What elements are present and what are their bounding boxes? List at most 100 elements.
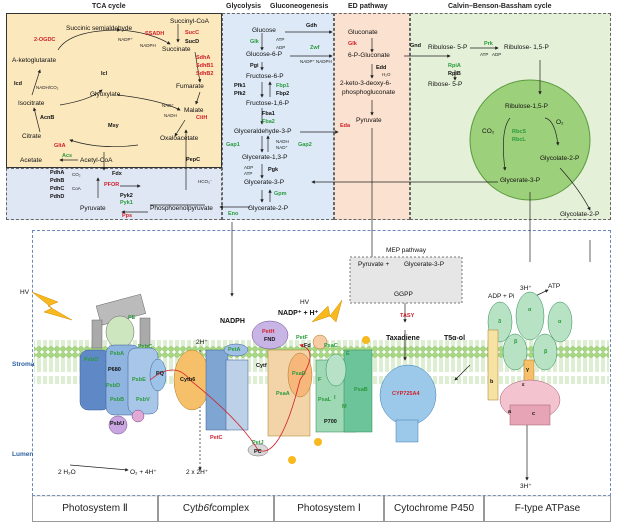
calvin-atp: ATP — [480, 52, 489, 57]
enzyme-gnd: Gnd — [410, 43, 421, 49]
tca-arrows — [31, 24, 250, 214]
mep-glycerate-3-p: Glycerate-3-P — [404, 261, 445, 268]
mep-pyruvate: Pyruvate + — [358, 261, 390, 268]
malate: Malate — [184, 107, 204, 114]
glyco-nad: NAD⁺ — [276, 145, 288, 150]
psii-p680: P680 — [108, 367, 121, 373]
fumarate: Fumarate — [176, 83, 204, 90]
psii-pq: PQ — [156, 371, 164, 377]
enzyme-icd: Icd — [14, 81, 22, 87]
psae-label: E — [346, 351, 350, 357]
enzyme-pepc: PepC — [186, 157, 201, 163]
enzyme-rpia: RpiA — [448, 63, 461, 69]
enzyme-cyp725a4: CYP725A4 — [392, 391, 420, 397]
enzyme-sdha: SdhA — [196, 55, 211, 61]
tca-pyruvate: Pyruvate — [80, 205, 106, 212]
glyco-adp-2: ADP — [244, 165, 254, 170]
atp-delta: δ — [498, 319, 502, 325]
t5a-ol: T5α-ol — [444, 335, 466, 342]
glyoxylate: Glyoxylate — [90, 91, 121, 98]
bottom-label-psii: Photosystem Ⅱ — [32, 496, 158, 522]
enzyme-pfk2: Pfk2 — [234, 91, 246, 97]
calvin-title: Calvin–Benson-Bassham cycle — [448, 3, 552, 10]
enzyme-rbcl: RbcL — [512, 137, 526, 143]
enzyme-pfor: PFOR — [104, 182, 120, 188]
psi-complex — [251, 320, 373, 464]
enzyme-fba2: Fba2 — [262, 119, 275, 125]
acetyl-coa: Acetyl-CoA — [80, 157, 113, 164]
kdpg-line2: phosphogluconate — [342, 89, 396, 96]
enzyme-cith: CitH — [196, 115, 208, 121]
atp-alpha-2: α — [558, 319, 562, 325]
psal-label: PsaL — [318, 397, 332, 403]
enzyme-rpib: RpiB — [448, 71, 461, 77]
enzyme-acnb: AcnB — [40, 115, 55, 121]
glycerate-2-p: Glycerate-2-P — [248, 205, 289, 212]
ribulose-5-p: Ribulose- 5-P — [428, 44, 468, 51]
petf-label: PetF — [296, 335, 308, 341]
enzyme-fbp2: Fbp2 — [276, 91, 290, 97]
glyco-nadp: NADP⁺ — [300, 59, 315, 64]
fructose-1-6-p: Fructose-1,6-P — [246, 100, 289, 107]
mep-box — [349, 256, 463, 304]
h-bottom-label: 3H⁺ — [520, 483, 532, 490]
calvin-glycerate-3-p: Glycerate-3-P — [500, 177, 541, 184]
enzyme-edd: Edd — [376, 65, 387, 71]
mep-title: MEP pathway — [386, 247, 426, 254]
psab-label: PsaB — [354, 387, 368, 393]
glucose: Glucose — [252, 27, 276, 34]
ed-title: ED pathway — [348, 3, 388, 10]
glycolysis-title: Glycolysis — [226, 3, 262, 10]
enzyme-2-ogdc: 2-OGDC — [34, 37, 56, 43]
enzyme-fdx: Fdx — [112, 171, 122, 177]
adp-pi-label: ADP + Pi — [488, 293, 515, 300]
atp-alpha-1: α — [528, 307, 532, 313]
bottom-label-cyt-pre: Cyt — [182, 503, 198, 514]
bottom-label-p450-text: Cytochrome P450 — [393, 503, 475, 514]
enzyme-glta: GltA — [54, 143, 66, 149]
nadph-label: NADPH — [220, 318, 245, 325]
bottom-label-cyt-italic: b6f — [197, 503, 212, 514]
psii-psbc: PsbC — [138, 344, 153, 350]
taxadiene: Taxadiene — [386, 335, 420, 342]
atp-a: a — [508, 409, 512, 415]
enzyme-ssadh: SSADH — [145, 31, 165, 37]
ribose-5-p: Ribose- 5-P — [428, 81, 463, 88]
ed-h2o: H₂O — [382, 72, 391, 77]
lumen-label: Lumen — [12, 451, 34, 458]
ed-arrows — [370, 38, 451, 240]
enzyme-sdhb1: SdhB1 — [196, 63, 214, 69]
enzyme-pps: Pps — [122, 213, 133, 219]
atp-beta-1: β — [514, 339, 518, 345]
enzyme-gap1: Gap1 — [226, 142, 240, 148]
tca-nadp: NADP⁺ — [118, 37, 133, 42]
lightning-bolts — [31, 291, 343, 323]
cytb6-label: Cytb6 — [180, 377, 196, 383]
enzyme-gap2: Gap2 — [298, 142, 312, 148]
fructose-6-p: Fructose-6-P — [246, 73, 284, 80]
pc-label: PC — [254, 449, 262, 455]
enzyme-fba1: Fba1 — [262, 111, 275, 117]
psad-label: PsaD — [292, 371, 306, 377]
tca-hco3: HCO₃⁻ — [198, 179, 213, 184]
calvin-o2: O₂ — [556, 119, 564, 126]
ribulose-1-5-p-top: Ribulose- 1,5-P — [504, 44, 549, 51]
atp-beta-2: β — [544, 349, 548, 355]
enzyme-prk: Prk — [484, 41, 493, 47]
enzyme-glk-glyco: Glk — [250, 39, 259, 45]
enzyme-pgi: Pgi — [250, 63, 259, 69]
bottom-label-cytb6f: Cyt b6f complex — [158, 496, 274, 522]
psii-psbe: PsbE — [132, 377, 146, 383]
tca-co2: CO₂ — [72, 172, 81, 177]
psaa-label: PsaA — [276, 391, 290, 397]
glyco-atp: ATP — [276, 37, 285, 42]
atp-epsilon: ε — [522, 382, 525, 388]
p700-label: P700 — [324, 419, 337, 425]
glyco-atp-2: ATP — [244, 171, 253, 176]
bottom-label-psi-text: Photosystem Ⅰ — [297, 503, 361, 514]
enzyme-succ: SucC — [185, 30, 200, 36]
psii-psba: PsbA — [110, 351, 125, 357]
two-x-2h-label: 2 x 2H⁺ — [186, 469, 209, 476]
glyco-nadh: NADH — [276, 139, 289, 144]
psii-psbd: PsbD — [106, 383, 121, 389]
